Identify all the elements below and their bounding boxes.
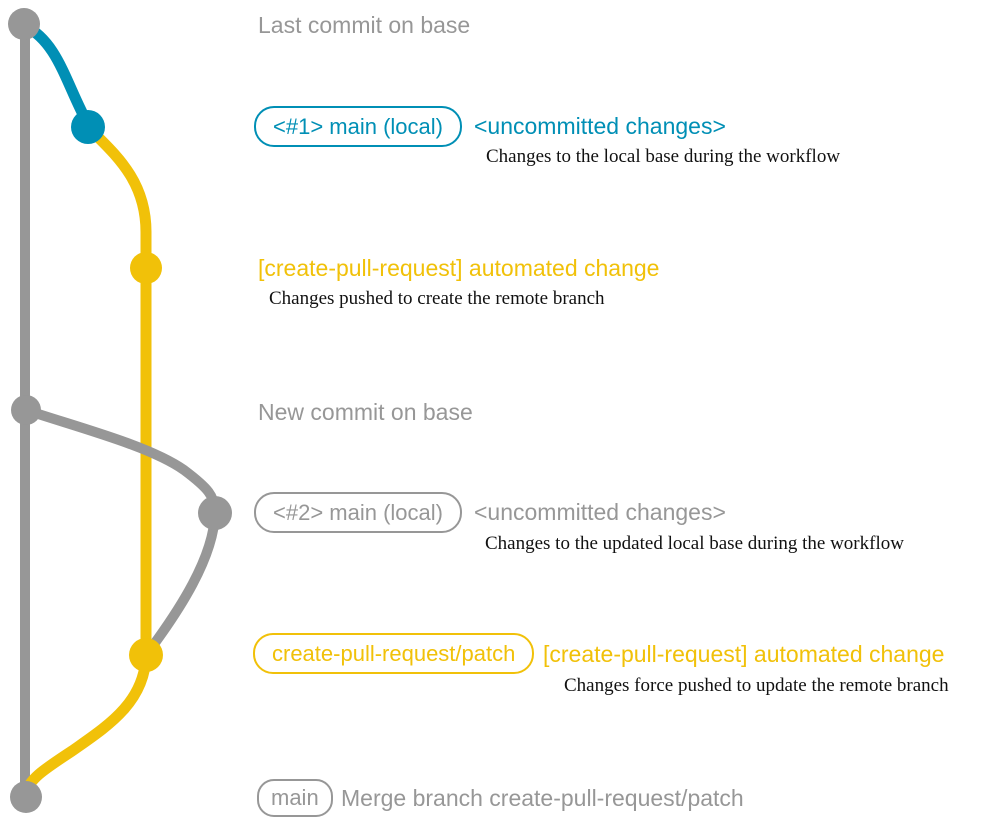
branch-badge-main-local-2: <#2> main (local) [254, 492, 462, 533]
patch-branch-line [20, 121, 152, 800]
commit-dot-base-new [11, 395, 41, 425]
updated-local-main-branch-line [21, 405, 221, 656]
commit-message-automated-change-2: [create-pull-request] automated change [543, 641, 945, 667]
branch-badge-main-local-1: <#1> main (local) [254, 106, 462, 147]
commit-message-last-commit-on-base: Last commit on base [258, 12, 471, 38]
note-changes-pushed-create: Changes pushed to create the remote bran… [269, 288, 605, 309]
local-main-branch-line [19, 20, 94, 130]
note-updated-local-base-changes: Changes to the updated local base during… [485, 533, 904, 554]
commit-dot-patch-updated [129, 638, 163, 672]
commit-message-new-commit-on-base: New commit on base [258, 399, 473, 425]
note-local-base-changes: Changes to the local base during the wor… [486, 146, 841, 167]
commit-message-uncommitted-changes-1: <uncommitted changes> [474, 113, 726, 139]
branch-badge-main: main [257, 779, 333, 817]
branch-badge-create-pull-request-patch: create-pull-request/patch [253, 633, 535, 674]
note-changes-force-pushed: Changes force pushed to update the remot… [564, 675, 949, 696]
commit-message-merge-branch: Merge branch create-pull-request/patch [341, 785, 744, 811]
commit-dot-local-main-2 [198, 496, 232, 530]
commit-dot-local-main-1 [71, 110, 105, 144]
commit-dot-patch-created [130, 252, 162, 284]
commit-dot-base-top [8, 8, 40, 40]
commit-message-uncommitted-changes-2: <uncommitted changes> [474, 499, 726, 525]
commit-dot-base-merge [10, 781, 42, 813]
commit-message-automated-change-1: [create-pull-request] automated change [258, 255, 660, 281]
